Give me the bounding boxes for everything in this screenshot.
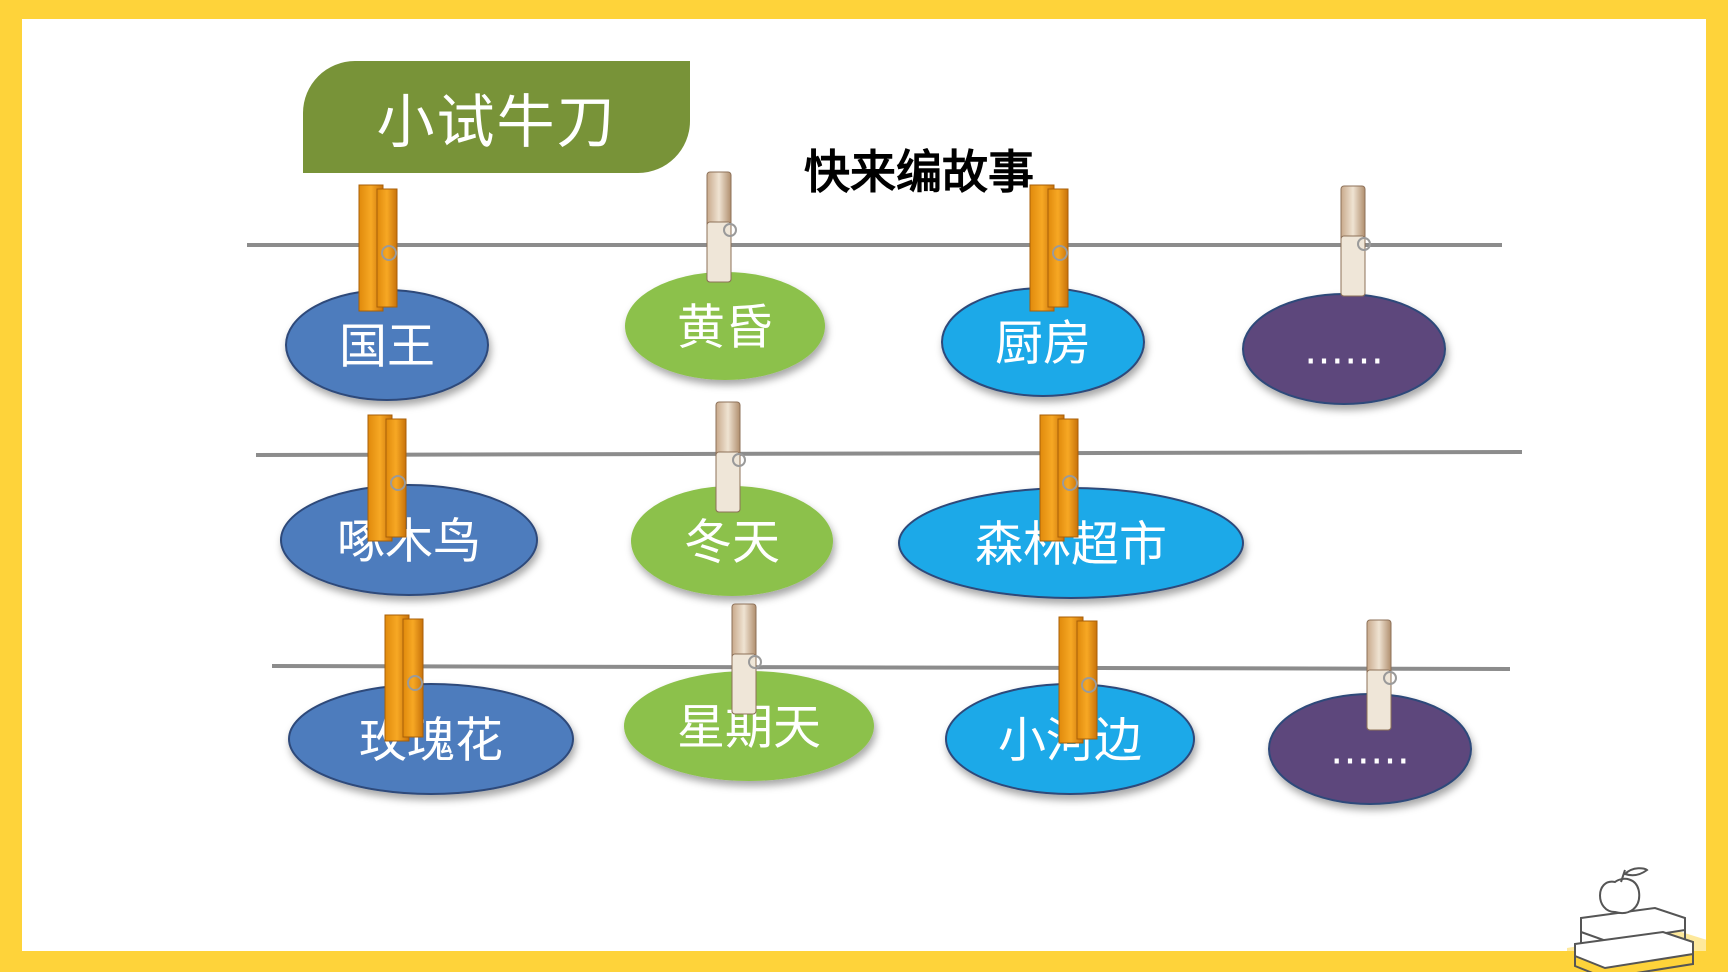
word-tag: 国王 [285, 184, 489, 401]
orange-clothespin-icon [1029, 184, 1069, 312]
tag-label: 冬天 [684, 514, 780, 570]
wooden-clothespin-icon [706, 171, 737, 283]
tag-label: 国王 [339, 318, 435, 374]
word-tag: …… [1242, 185, 1446, 405]
wooden-clothespin-icon [715, 401, 746, 513]
tag-label: 玫瑰花 [359, 712, 503, 768]
slide-subtitle: 快来编故事 [804, 145, 1034, 199]
tag-label: …… [1304, 327, 1384, 373]
word-tag: 玫瑰花 [288, 614, 574, 795]
orange-clothespin-icon [1058, 616, 1098, 744]
word-tag: 星期天 [624, 603, 874, 781]
tag-label: …… [1330, 727, 1410, 773]
tag-label: 黄昏 [677, 299, 773, 355]
orange-clothespin-icon [1039, 414, 1079, 542]
tag-label: 厨房 [995, 315, 1091, 371]
orange-clothespin-icon [384, 614, 424, 742]
tag-ellipse [624, 671, 874, 781]
clothesline-2 [255, 450, 1523, 457]
tag-ellipse [631, 486, 833, 596]
apple-on-books-icon [1567, 867, 1707, 972]
orange-clothespin-icon [358, 184, 398, 312]
tag-ellipse [280, 484, 538, 596]
word-tag: …… [1268, 619, 1472, 805]
word-tag: 森林超市 [898, 414, 1244, 599]
tag-ellipse [625, 272, 825, 380]
section-tab: 小试牛刀 [303, 61, 690, 173]
tag-ellipse [288, 683, 574, 795]
word-tag: 厨房 [941, 184, 1145, 397]
wooden-clothespin-icon [731, 603, 762, 715]
clothesline-3 [271, 664, 1511, 671]
word-tag: 啄木鸟 [280, 414, 538, 596]
word-tag: 冬天 [631, 401, 833, 596]
wooden-clothespin-icon [1366, 619, 1397, 731]
orange-clothespin-icon [367, 414, 407, 542]
section-tab-label: 小试牛刀 [376, 88, 617, 156]
word-tag: 黄昏 [625, 171, 825, 380]
tag-label: 啄木鸟 [337, 513, 481, 569]
word-tag: 小河边 [945, 616, 1195, 795]
wooden-clothespin-icon [1340, 185, 1371, 297]
